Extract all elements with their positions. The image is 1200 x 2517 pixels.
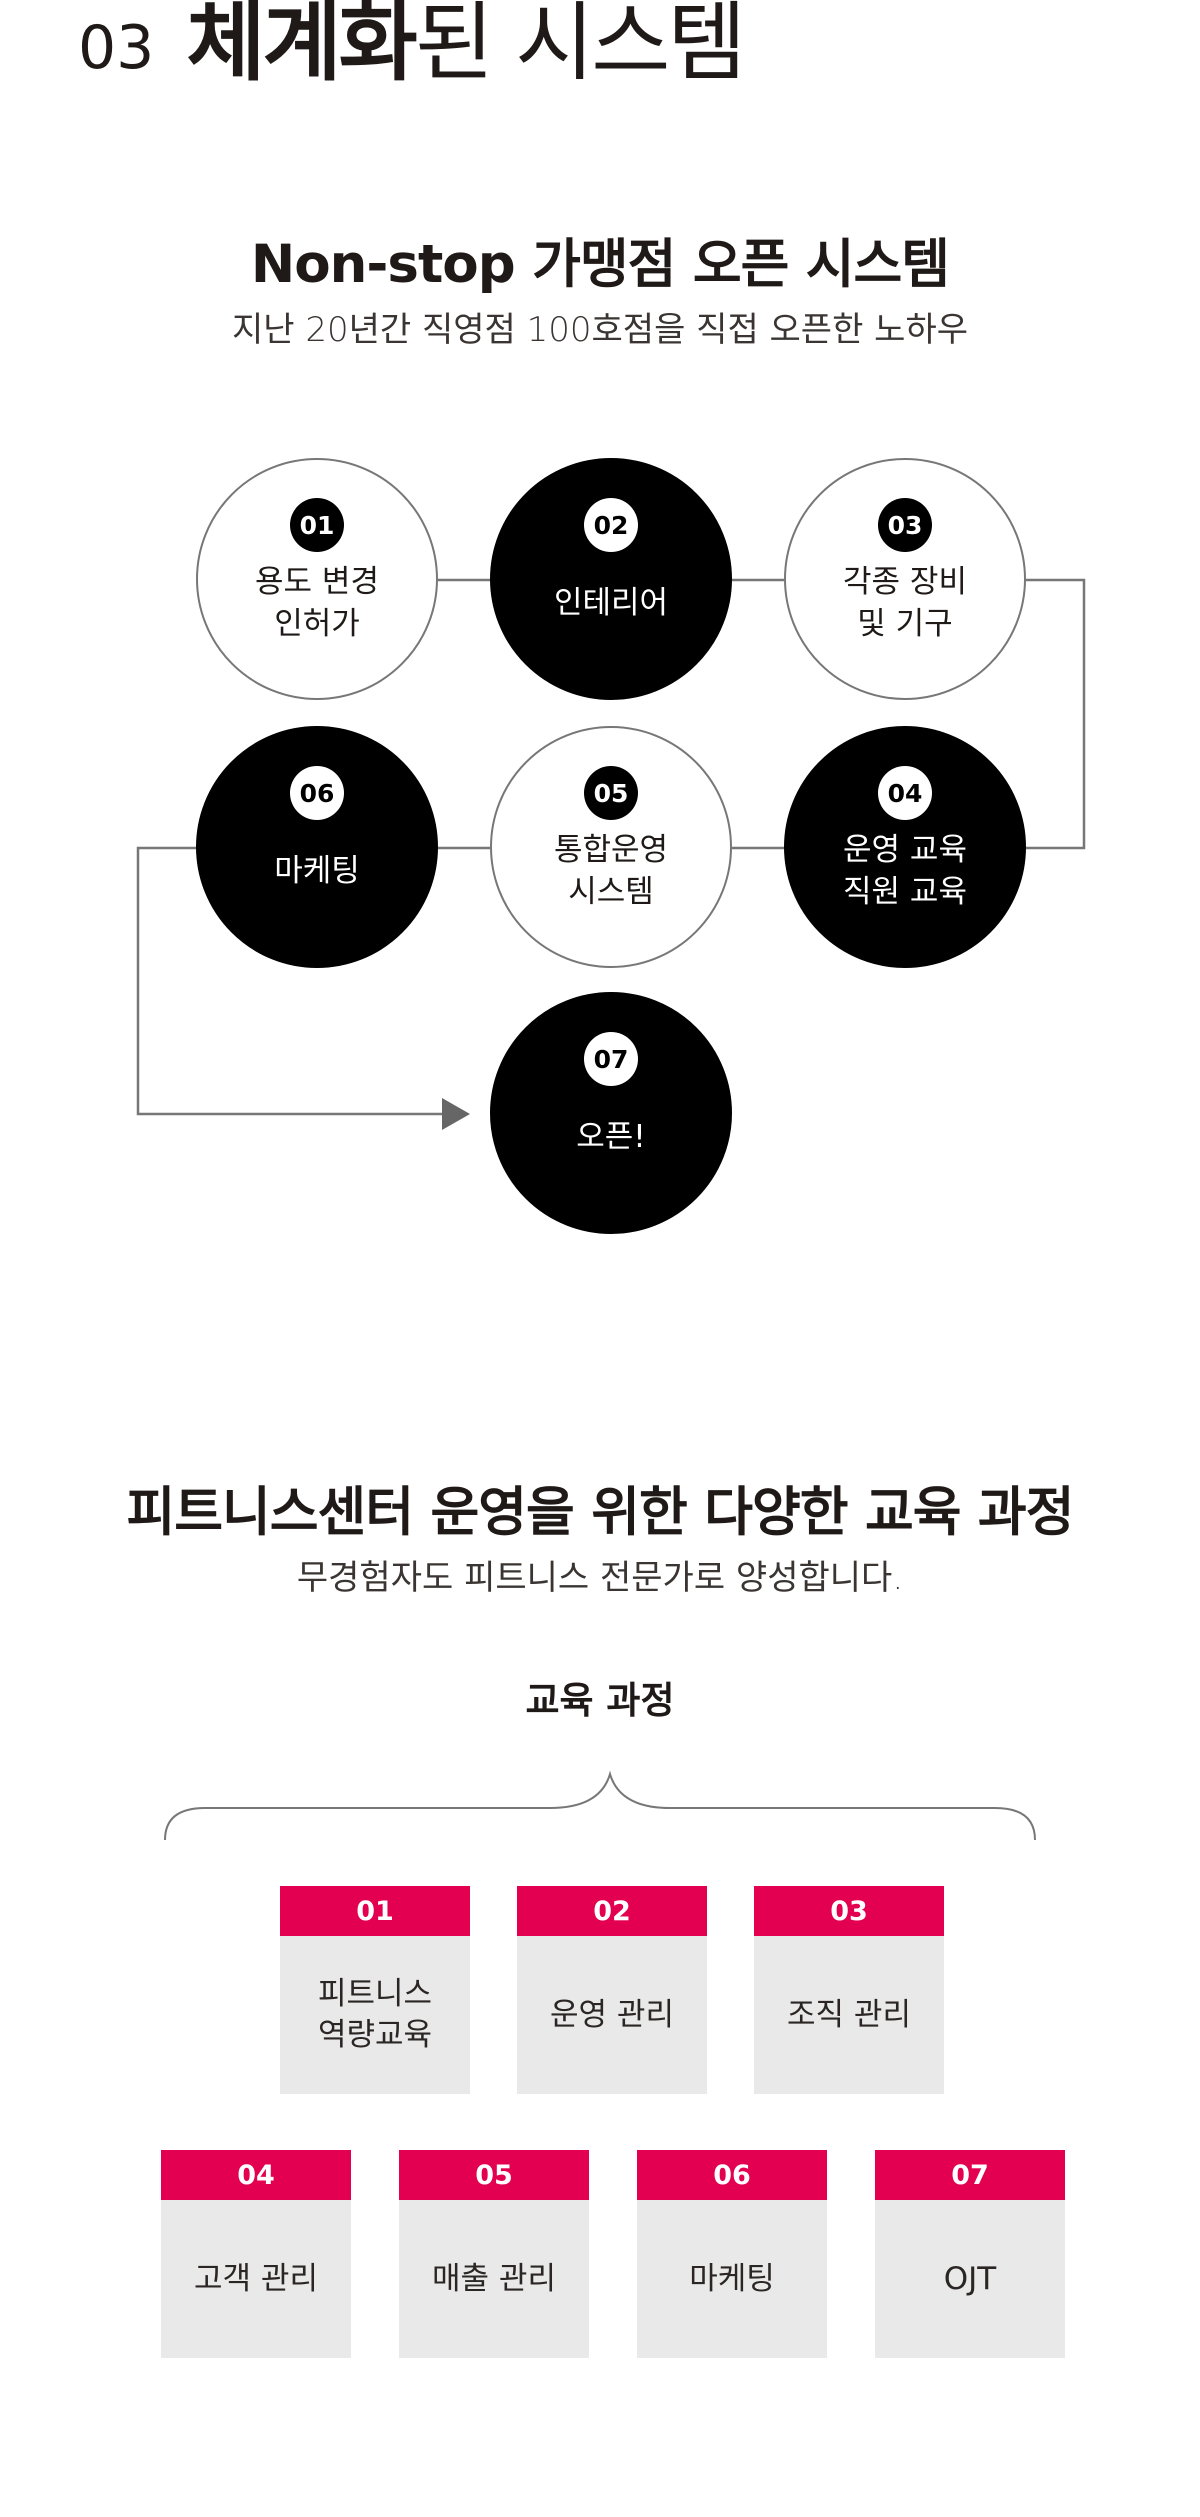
course-number: 07 <box>875 2150 1065 2200</box>
step-number-badge: 06 <box>290 766 344 820</box>
step-label-line: 각종 장비 <box>843 564 967 600</box>
course-box-02: 02 운영 관리 <box>517 1886 707 2094</box>
course-label-line: 마케팅 <box>689 2260 775 2297</box>
step-number-badge: 05 <box>584 766 638 820</box>
course-number: 06 <box>637 2150 827 2200</box>
step-number-badge: 04 <box>878 766 932 820</box>
open-system-subtitle: 지난 20년간 직영점 100호점을 직접 오픈한 노하우 <box>231 310 969 350</box>
page-title-bold: 체계화 <box>186 0 417 93</box>
step-label: 인테리어 <box>554 552 668 698</box>
education-subtitle: 무경험자도 피트니스 전문가로 양성합니다. <box>296 1558 904 1598</box>
step-label-line: 인테리어 <box>553 585 669 621</box>
step-label: 오픈! <box>576 1086 645 1232</box>
arrow-head-icon <box>442 1098 470 1130</box>
course-number: 03 <box>754 1886 944 1936</box>
step-label-line: 인허가 <box>274 606 360 642</box>
course-number: 01 <box>280 1886 470 1936</box>
course-label: 고객 관리 <box>161 2200 351 2358</box>
course-label: 운영 관리 <box>517 1936 707 2094</box>
step-number-badge: 01 <box>290 498 344 552</box>
education-title: 피트니스센터 운영을 위한 다양한 교육 과정 <box>126 1482 1075 1543</box>
course-box-06: 06 마케팅 <box>637 2150 827 2358</box>
step-label-line: 마케팅 <box>274 853 360 889</box>
step-label-line: 및 기구 <box>857 606 953 642</box>
step-number-badge: 03 <box>878 498 932 552</box>
section-number: 03 <box>78 13 155 83</box>
course-label: 매출 관리 <box>399 2200 589 2358</box>
page-header: 03 체계화 된 시스템 <box>78 0 747 100</box>
course-label-line: OJT <box>943 2260 997 2297</box>
course-box-03: 03 조직 관리 <box>754 1886 944 2094</box>
course-label-line: 고객 관리 <box>194 2260 318 2297</box>
curriculum-label: 교육 과정 <box>525 1679 675 1722</box>
step-number-badge: 02 <box>584 498 638 552</box>
page-title-light: 된 시스템 <box>414 0 747 93</box>
course-label-line: 역량교육 <box>317 2017 433 2053</box>
step-circle-02: 02 인테리어 <box>490 458 732 700</box>
course-label: 조직 관리 <box>754 1936 944 2094</box>
open-system-title: Non-stop 가맹점 오픈 시스템 <box>250 234 950 295</box>
step-label-line: 시스템 <box>568 874 654 910</box>
course-label-line: 매출 관리 <box>432 2260 556 2297</box>
step-label-line: 통합운영 <box>553 832 669 868</box>
step-circle-07: 07 오픈! <box>490 992 732 1234</box>
step-circle-06: 06 마케팅 <box>196 726 438 968</box>
course-label-line: 운영 관리 <box>550 1996 674 2033</box>
connector-03-04 <box>1026 578 1086 850</box>
course-box-05: 05 매출 관리 <box>399 2150 589 2358</box>
curriculum-brace <box>164 1770 1036 1841</box>
course-label: OJT <box>875 2200 1065 2358</box>
step-label-line: 운영 교육 <box>843 832 967 868</box>
course-number: 02 <box>517 1886 707 1936</box>
step-label-line: 용도 변경 <box>255 564 379 600</box>
course-label: 마케팅 <box>637 2200 827 2358</box>
course-label-line: 조직 관리 <box>787 1996 911 2033</box>
step-label: 마케팅 <box>274 820 360 966</box>
step-label-line: 오픈! <box>576 1119 646 1155</box>
step-number-badge: 07 <box>584 1032 638 1086</box>
course-number: 05 <box>399 2150 589 2200</box>
course-label-line: 피트니스 <box>317 1976 433 2012</box>
course-box-04: 04 고객 관리 <box>161 2150 351 2358</box>
course-number: 04 <box>161 2150 351 2200</box>
step-label-line: 직원 교육 <box>843 874 967 910</box>
